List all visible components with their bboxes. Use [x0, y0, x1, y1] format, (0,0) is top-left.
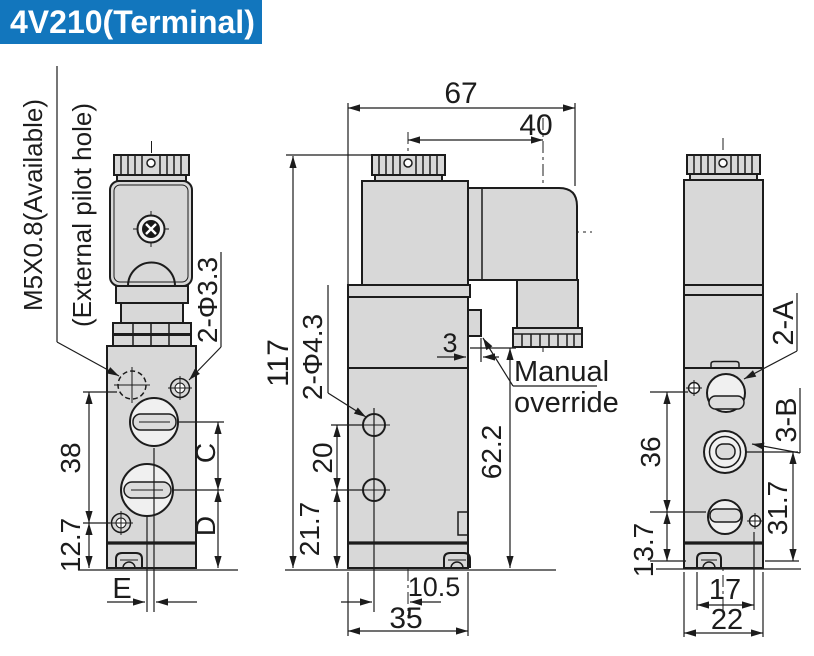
- front-hole-lower: [358, 478, 390, 502]
- left-mounting-hole-bottom: [109, 511, 133, 535]
- front-coil-body: [361, 180, 469, 286]
- front-dim-40: 40: [519, 109, 552, 142]
- front-dim-67: 67: [444, 77, 477, 110]
- front-side-slot: [457, 511, 469, 536]
- left-dim-c: C: [190, 443, 221, 463]
- left-dimensions: [56, 66, 238, 612]
- right-dim-36: 36: [635, 436, 666, 467]
- front-view: 67 40 117 2-Φ4.3 20 21.7 3 Manual overri…: [262, 77, 619, 636]
- left-side-view: M5X0.8(Available) (External pilot hole) …: [18, 66, 238, 612]
- right-dim-17: 17: [709, 574, 741, 606]
- right-dim-31-7: 31.7: [762, 481, 793, 536]
- left-dim-d: D: [190, 516, 221, 536]
- left-mounting-hole-top: [168, 376, 192, 400]
- left-note-line1: M5X0.8(Available): [18, 99, 48, 311]
- right-port-bottom: [707, 499, 743, 535]
- left-coil-arc: [127, 261, 176, 287]
- right-coil-cap: [686, 154, 761, 181]
- title-banner: 4V210(Terminal): [0, 0, 262, 44]
- left-screw: [133, 211, 169, 247]
- right-dim-13-7: 13.7: [628, 523, 659, 578]
- right-adapter-tab: [710, 360, 740, 368]
- right-coil-body: [683, 179, 764, 296]
- page-title: 4V210(Terminal): [10, 3, 255, 40]
- left-coil-cap: [113, 154, 190, 182]
- right-mounting-hole-top: [686, 380, 702, 396]
- left-external-pilot-hole: [114, 367, 150, 403]
- front-hole-label: 2-Φ4.3: [297, 314, 328, 400]
- front-dim-20: 20: [307, 442, 338, 473]
- left-bottom-notch: [115, 552, 143, 569]
- front-dim-10-5: 10.5: [408, 572, 461, 602]
- manual-override-label-line2: override: [514, 387, 619, 419]
- right-dimensions: [650, 293, 801, 637]
- left-adapter: [112, 285, 192, 348]
- left-port-lower: [120, 463, 174, 517]
- front-dim-62-2: 62.2: [476, 425, 507, 480]
- right-port-label-2a: 2-A: [768, 300, 800, 346]
- manual-override-label-line1: Manual: [514, 356, 609, 388]
- front-coil-cap: [371, 154, 446, 182]
- right-side-view: 2-A 3-B 36 13.7 31.7 17 22: [628, 138, 803, 637]
- left-hole-label: 2-Φ3.3: [192, 257, 223, 343]
- left-port-upper: [129, 397, 179, 447]
- right-port-label-3b: 3-B: [771, 397, 803, 442]
- front-hole-upper: [358, 413, 390, 437]
- right-dim-22: 22: [711, 604, 743, 636]
- terminal-connector: [467, 187, 583, 348]
- front-valve-body: [347, 284, 471, 569]
- right-port-3: [703, 430, 747, 474]
- front-dim-35: 35: [389, 602, 422, 635]
- front-dimensions: [285, 103, 597, 636]
- left-dim-e: E: [112, 573, 131, 605]
- left-dim-12-7: 12.7: [55, 518, 86, 573]
- front-dim-117: 117: [262, 339, 295, 387]
- left-dim-38: 38: [55, 442, 86, 473]
- front-dim-21-7: 21.7: [294, 502, 325, 557]
- right-adapter: [683, 294, 764, 369]
- right-mounting-hole-bottom: [747, 513, 763, 529]
- front-dim-3: 3: [442, 328, 457, 358]
- front-bottom-notch: [443, 552, 471, 569]
- manual-override-button: [467, 309, 482, 337]
- left-note-line2: (External pilot hole): [67, 103, 97, 327]
- right-port-2: [706, 373, 746, 413]
- right-bottom-notch: [696, 552, 722, 569]
